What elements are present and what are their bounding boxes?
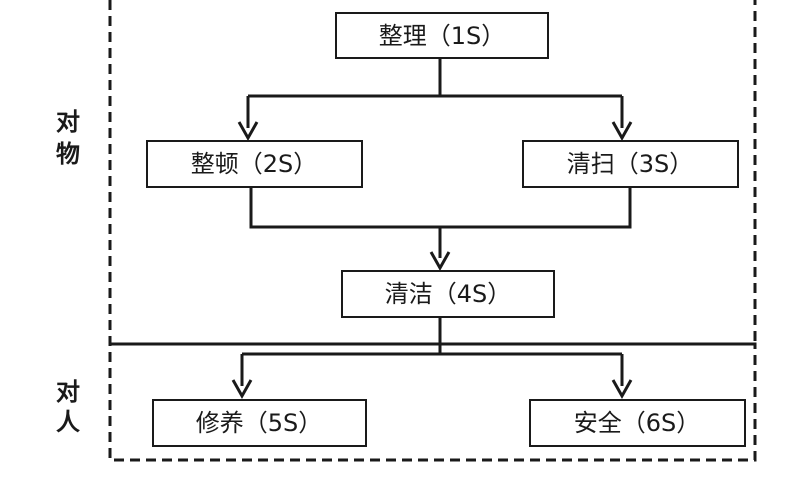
arrow-to-6s <box>611 379 633 400</box>
node-1s-label: 整理（1S） <box>379 22 506 50</box>
node-2s-label: 整顿（2S） <box>191 150 318 178</box>
node-6s: 安全（6S） <box>529 399 746 447</box>
node-5s: 修养（5S） <box>152 399 367 447</box>
node-5s-label: 修养（5S） <box>196 409 323 437</box>
objects-group-label: 对 物 <box>56 108 80 168</box>
people-group-label-char-1: 对 <box>56 378 80 406</box>
node-6s-label: 安全（6S） <box>574 409 701 437</box>
objects-group-label-char-1: 对 <box>56 108 80 136</box>
arrow-to-4s <box>429 251 451 272</box>
people-group-label: 对 人 <box>56 378 80 436</box>
connector-1s-split <box>246 58 624 128</box>
node-4s-label: 清洁（4S） <box>385 280 512 308</box>
node-4s: 清洁（4S） <box>341 270 555 318</box>
people-group-frame <box>108 342 757 462</box>
connector-2s-3s-merge <box>249 187 632 258</box>
objects-group-label-char-2: 物 <box>56 140 80 168</box>
node-3s: 清扫（3S） <box>522 140 739 188</box>
connector-4s-split <box>240 317 624 386</box>
objects-group-frame <box>108 0 757 346</box>
people-group-label-char-2: 人 <box>56 408 80 436</box>
node-1s: 整理（1S） <box>335 12 549 59</box>
node-2s: 整顿（2S） <box>146 140 363 188</box>
arrow-to-2s <box>237 121 259 142</box>
arrow-to-3s <box>611 121 633 142</box>
arrow-to-5s <box>231 379 253 400</box>
node-3s-label: 清扫（3S） <box>567 150 694 178</box>
